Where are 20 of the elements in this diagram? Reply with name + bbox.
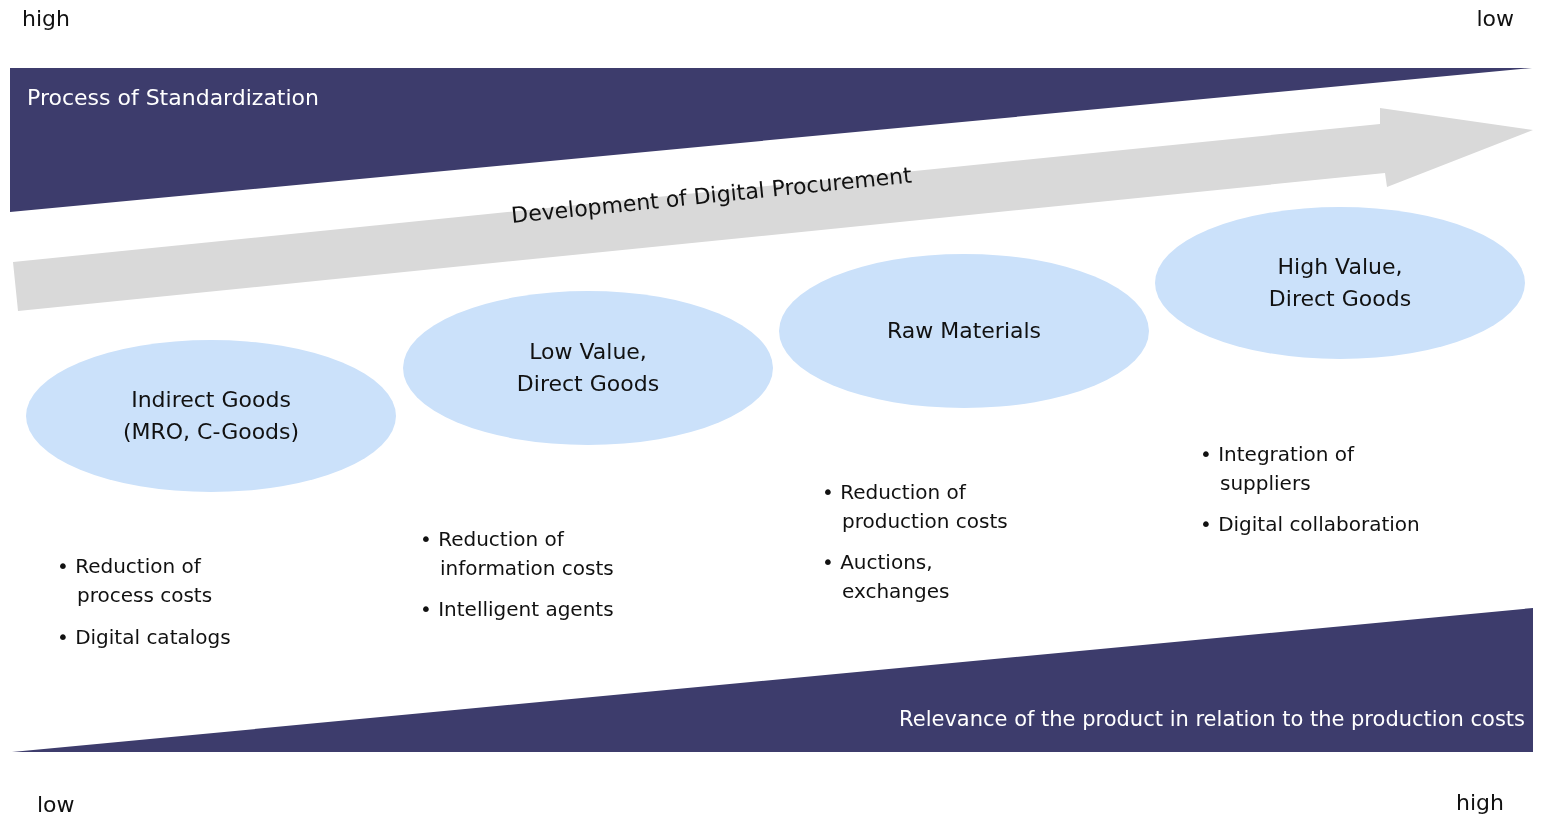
scale-label: low: [37, 792, 75, 817]
bullet-item: • Auctions, exchanges: [822, 549, 951, 605]
bullet-item: • Digital catalogs: [57, 624, 232, 651]
bullet-item: • Integration of suppliers: [1200, 441, 1356, 497]
category-label: Raw Materials: [885, 317, 1043, 345]
scale-label: high: [1456, 790, 1504, 815]
bullet-item: • Reduction of process costs: [57, 553, 214, 609]
band-label: Relevance of the product in relation to the production costs: [899, 706, 1525, 733]
category-label: Low Value, Direct Goods: [515, 338, 661, 398]
bullet-item: • Reduction of information costs: [420, 526, 615, 582]
development-arrow: [13, 108, 1533, 311]
bullet-item: • Reduction of production costs: [822, 479, 1009, 535]
category-label: Indirect Goods (MRO, C-Goods): [121, 386, 301, 446]
scale-label: high: [22, 6, 70, 31]
bullet-item: • Intelligent agents: [420, 596, 615, 623]
band-label: Process of Standardization: [27, 84, 319, 112]
category-label: High Value, Direct Goods: [1267, 253, 1413, 313]
arrow-label: Development of Digital Procurement: [509, 161, 914, 230]
scale-label: low: [1476, 6, 1514, 31]
bullet-item: • Digital collaboration: [1200, 511, 1421, 538]
